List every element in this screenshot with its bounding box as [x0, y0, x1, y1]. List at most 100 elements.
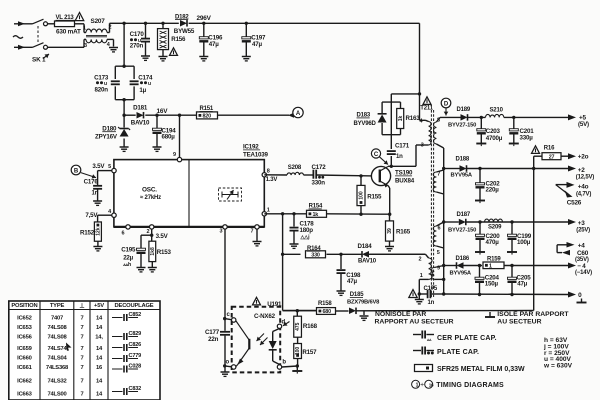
svg-text:39: 39	[387, 228, 393, 234]
svg-text:C170: C170	[130, 31, 145, 38]
svg-text:7: 7	[80, 316, 83, 322]
svg-text:47µ: 47µ	[252, 41, 262, 48]
svg-text:270n: 270n	[130, 42, 144, 49]
svg-text:C832: C832	[129, 386, 142, 392]
svg-text:7: 7	[80, 335, 83, 341]
svg-text:3.5V: 3.5V	[156, 233, 169, 240]
svg-text:22n: 22n	[208, 336, 218, 343]
svg-text:220µ: 220µ	[486, 187, 500, 194]
svg-text:D181: D181	[133, 104, 148, 111]
svg-text:PLATE CAP.: PLATE CAP.	[437, 349, 479, 356]
svg-text:BAV10: BAV10	[131, 120, 150, 127]
svg-text:C202: C202	[486, 180, 501, 187]
svg-text:C171: C171	[395, 142, 410, 149]
svg-text:7: 7	[80, 379, 83, 385]
svg-text:27: 27	[549, 154, 555, 160]
svg-text:C526: C526	[567, 200, 582, 207]
svg-text:RAPPORT AU SECTEUR: RAPPORT AU SECTEUR	[375, 318, 454, 325]
svg-text:C173: C173	[94, 75, 109, 82]
svg-text:14: 14	[96, 316, 103, 322]
svg-text:r = 250V: r = 250V	[544, 350, 570, 357]
svg-text:D184: D184	[358, 243, 373, 250]
svg-text:o: o	[226, 360, 230, 366]
svg-text:14: 14	[96, 356, 103, 362]
svg-text:1: 1	[267, 208, 270, 214]
svg-text:4: 4	[420, 119, 424, 125]
svg-text:(5V): (5V)	[578, 121, 589, 128]
svg-text:⊥: ⊥	[79, 303, 84, 310]
svg-text:IC659: IC659	[17, 346, 32, 352]
svg-text:BYV95A: BYV95A	[450, 271, 472, 277]
svg-text:IC652: IC652	[17, 316, 31, 322]
svg-text:7: 7	[80, 392, 83, 398]
svg-text:5: 5	[437, 250, 440, 256]
svg-text:2: 2	[147, 229, 150, 235]
svg-text:IC663: IC663	[17, 392, 32, 398]
svg-text:R164: R164	[307, 246, 321, 252]
svg-text:NONISOLÉ PAR: NONISOLÉ PAR	[375, 309, 426, 318]
svg-text:C829: C829	[129, 331, 142, 337]
svg-text:IC656: IC656	[17, 335, 32, 341]
svg-text:630 mAT: 630 mAT	[56, 28, 81, 35]
svg-text:9: 9	[437, 266, 440, 272]
svg-text:C826: C826	[129, 342, 142, 348]
svg-text:(35V): (35V)	[575, 257, 589, 263]
svg-text:ISOLÉ PAR RAPPORT: ISOLÉ PAR RAPPORT	[497, 309, 569, 318]
svg-text:680µ: 680µ	[162, 134, 176, 141]
svg-text:12k: 12k	[96, 227, 102, 236]
svg-text:296V: 296V	[197, 15, 212, 22]
svg-text:1n: 1n	[92, 191, 99, 197]
svg-text:74LS04: 74LS04	[47, 356, 67, 362]
svg-text:14: 14	[96, 346, 103, 352]
svg-text:C852: C852	[129, 312, 142, 318]
svg-text:9: 9	[173, 152, 176, 158]
svg-text:1n: 1n	[428, 300, 435, 306]
svg-text:÷: ÷	[421, 382, 425, 388]
svg-text:D187: D187	[457, 212, 471, 218]
svg-text:+3: +3	[578, 220, 586, 227]
svg-text:D182: D182	[175, 14, 189, 20]
svg-text:R163: R163	[406, 115, 421, 122]
svg-text:100µ: 100µ	[517, 239, 531, 246]
svg-text:R16: R16	[544, 145, 555, 151]
svg-text:BZX79B/6V8: BZX79B/6V8	[347, 300, 380, 306]
svg-text:d: d	[282, 319, 286, 325]
svg-text:(12,5V): (12,5V)	[576, 174, 594, 180]
svg-text:R155: R155	[367, 193, 382, 200]
svg-text:AU SECTEUR: AU SECTEUR	[497, 318, 541, 325]
svg-text:D: D	[444, 101, 449, 107]
svg-text:1.3V: 1.3V	[266, 177, 278, 183]
svg-text:22µ: 22µ	[123, 255, 133, 262]
svg-text:C204: C204	[485, 274, 500, 281]
svg-text:u: u	[148, 81, 151, 87]
svg-text:820: 820	[203, 114, 212, 120]
svg-text:TS190: TS190	[395, 170, 413, 177]
svg-text:470µ: 470µ	[486, 239, 500, 246]
svg-text:7: 7	[80, 365, 83, 371]
svg-text:100: 100	[359, 191, 365, 200]
svg-text:D186: D186	[456, 256, 470, 262]
svg-text:16: 16	[96, 365, 103, 371]
svg-text:1µ: 1µ	[139, 87, 146, 94]
svg-text:C: C	[374, 152, 379, 158]
svg-text:VL 213: VL 213	[56, 15, 75, 21]
svg-text:1: 1	[489, 264, 492, 270]
svg-text:CER PLATE CAP.: CER PLATE CAP.	[437, 335, 497, 342]
svg-text:IC653: IC653	[17, 325, 32, 331]
svg-text:IC192: IC192	[243, 144, 259, 151]
svg-text:47µ: 47µ	[209, 41, 219, 48]
svg-text:BYV96D: BYV96D	[354, 121, 377, 127]
svg-text:6: 6	[438, 225, 441, 231]
svg-text:R168: R168	[303, 323, 318, 330]
svg-text:BYV27-150: BYV27-150	[448, 122, 476, 128]
svg-text:C199: C199	[517, 233, 532, 240]
svg-text:7: 7	[80, 356, 83, 362]
svg-text:w = 630V: w = 630V	[543, 363, 573, 370]
svg-text:C197: C197	[251, 35, 266, 42]
svg-text:1: 1	[416, 383, 419, 389]
svg-text:C172: C172	[312, 164, 327, 171]
svg-text:IC661: IC661	[17, 365, 32, 371]
svg-text:47µ: 47µ	[517, 280, 527, 287]
svg-text:74LS32: 74LS32	[47, 379, 66, 385]
svg-text:S207: S207	[91, 18, 106, 25]
